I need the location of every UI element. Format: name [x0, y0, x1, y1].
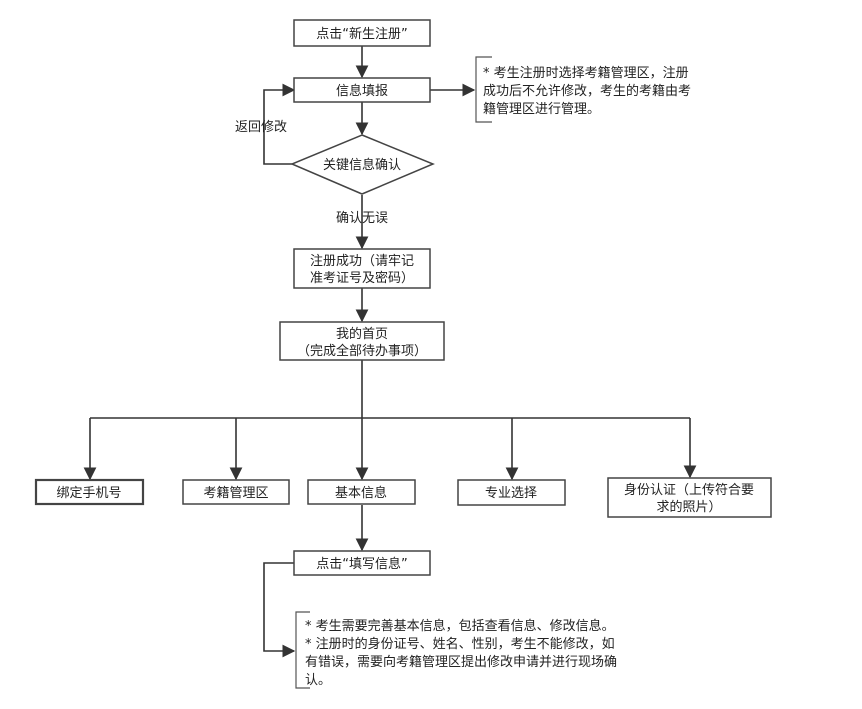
basic-info-note-line1: * 考生需要完善基本信息，包括查看信息、修改信息。 [305, 618, 615, 634]
node-exam-registry-area-label: 考籍管理区 [203, 485, 268, 501]
node-click-register: 点击“新生注册” [293, 19, 431, 47]
basic-info-note-line3: 有错误，需要向考籍管理区提出修改申请并进行现场确 [305, 654, 617, 670]
basic-info-note-bracket [295, 611, 310, 689]
basic-info-note: * 考生需要完善基本信息，包括查看信息、修改信息。 * 注册时的身份证号、姓名、… [295, 611, 617, 689]
registry-note-line1: * 考生注册时选择考籍管理区，注册 [483, 65, 689, 81]
node-my-homepage: 我的首页 （完成全部待办事项） [279, 321, 445, 361]
node-fill-info: 信息填报 [293, 77, 431, 103]
node-register-success-line1: 注册成功（请牢记 [310, 254, 414, 269]
node-bind-phone-label: 绑定手机号 [56, 486, 121, 501]
basic-info-note-line4: 认。 [305, 673, 331, 688]
node-my-homepage-line1: 我的首页 [336, 326, 388, 342]
node-id-verify-line1: 身份认证（上传符合要 [624, 482, 754, 498]
node-basic-info: 基本信息 [307, 479, 416, 505]
node-major-select: 专业选择 [457, 479, 566, 506]
edge-label-confirmed-ok: 确认无误 [336, 211, 388, 226]
node-basic-info-label: 基本信息 [335, 485, 387, 501]
node-click-fill-info: 点击“填写信息” [293, 550, 431, 576]
registry-note-line3: 籍管理区进行管理。 [483, 101, 600, 117]
basic-info-note-line2: * 注册时的身份证号、姓名、性别，考生不能修改，如 [305, 636, 615, 652]
node-id-verify: 身份认证（上传符合要 求的照片） [607, 477, 772, 518]
edge-label-return-modify: 返回修改 [235, 120, 287, 135]
node-click-fill-info-label: 点击“填写信息” [316, 556, 407, 572]
node-fill-info-label: 信息填报 [336, 83, 388, 99]
node-major-select-label: 专业选择 [485, 486, 537, 501]
node-my-homepage-line2: （完成全部待办事项） [297, 343, 427, 359]
node-register-success-line2: 准考证号及密码） [310, 270, 414, 286]
registry-note: * 考生注册时选择考籍管理区，注册 成功后不允许修改，考生的考籍由考 籍管理区进… [475, 56, 691, 123]
edge-return-modify [263, 83, 296, 165]
edge-click-fill-to-note [263, 562, 296, 658]
node-confirm-key-info: 关键信息确认 [290, 134, 435, 195]
node-exam-registry-area: 考籍管理区 [182, 479, 290, 505]
node-confirm-key-info-label: 关键信息确认 [323, 157, 401, 173]
node-register-success: 注册成功（请牢记 准考证号及密码） [293, 248, 431, 289]
node-bind-phone: 绑定手机号 [34, 478, 145, 506]
registry-note-bracket [475, 56, 492, 123]
registry-note-line2: 成功后不允许修改，考生的考籍由考 [483, 83, 691, 99]
node-id-verify-line2: 求的照片） [656, 499, 721, 515]
connectors [83, 46, 697, 658]
node-click-register-label: 点击“新生注册” [316, 26, 407, 42]
